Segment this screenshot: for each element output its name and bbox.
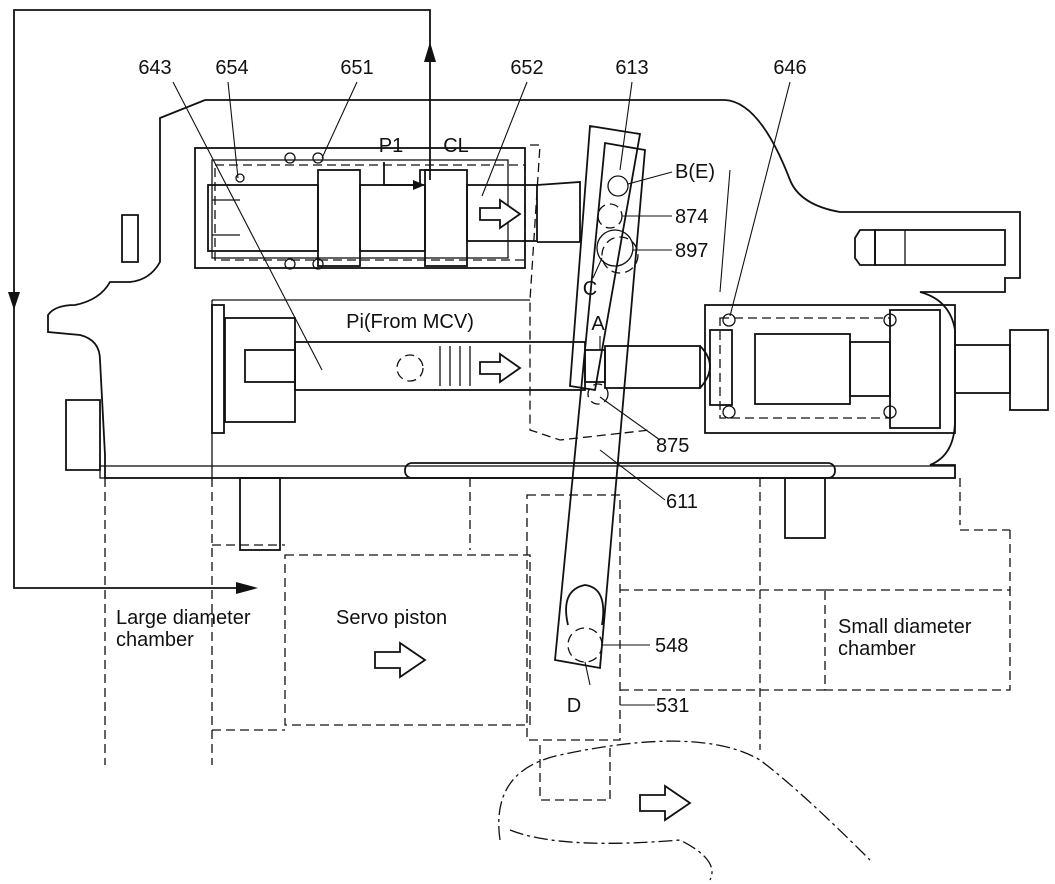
spool-valve	[194, 147, 581, 270]
label-pi: Pi(From MCV)	[346, 311, 474, 333]
label-875: 875	[656, 435, 689, 457]
label-b-e: B(E)	[675, 161, 715, 183]
label-c: C	[583, 278, 597, 300]
label-651: 651	[340, 57, 373, 79]
flow-arrow-up	[424, 42, 436, 62]
leader-lines	[172, 81, 791, 706]
servo-section	[99, 462, 1011, 881]
label-548: 548	[655, 635, 688, 657]
spool-direction-arrow	[479, 198, 522, 230]
feedback-lever-613	[529, 124, 651, 441]
label-a: A	[591, 313, 605, 335]
label-646: 646	[773, 57, 806, 79]
label-p1: P1	[379, 135, 403, 157]
label-613: 613	[615, 57, 648, 79]
pilot-flow-line	[8, 9, 436, 594]
flow-arrow-down	[8, 292, 20, 310]
label-652: 652	[510, 57, 543, 79]
swash-direction-arrow	[639, 784, 692, 822]
housing-outline	[47, 99, 1021, 479]
piston-direction-arrow	[479, 352, 522, 384]
label-643: 643	[138, 57, 171, 79]
label-small-chamber: chamber	[838, 638, 916, 660]
label-servo-piston: Servo piston	[336, 607, 447, 629]
labels: 643 654 651 652 613 646 P1 CL B(E) 874 8…	[116, 57, 972, 717]
label-large-diameter: Large diameter	[116, 607, 251, 629]
label-large-chamber: chamber	[116, 629, 194, 651]
label-897: 897	[675, 240, 708, 262]
label-874: 874	[675, 206, 708, 228]
label-531: 531	[656, 695, 689, 717]
label-611: 611	[666, 491, 698, 513]
servo-direction-arrow	[374, 641, 427, 679]
label-small-diameter: Small diameter	[838, 616, 972, 638]
flow-arrow-right	[236, 582, 258, 594]
label-654: 654	[215, 57, 248, 79]
spring-assembly	[704, 229, 1049, 434]
label-d: D	[567, 695, 581, 717]
label-cl: CL	[443, 135, 469, 157]
